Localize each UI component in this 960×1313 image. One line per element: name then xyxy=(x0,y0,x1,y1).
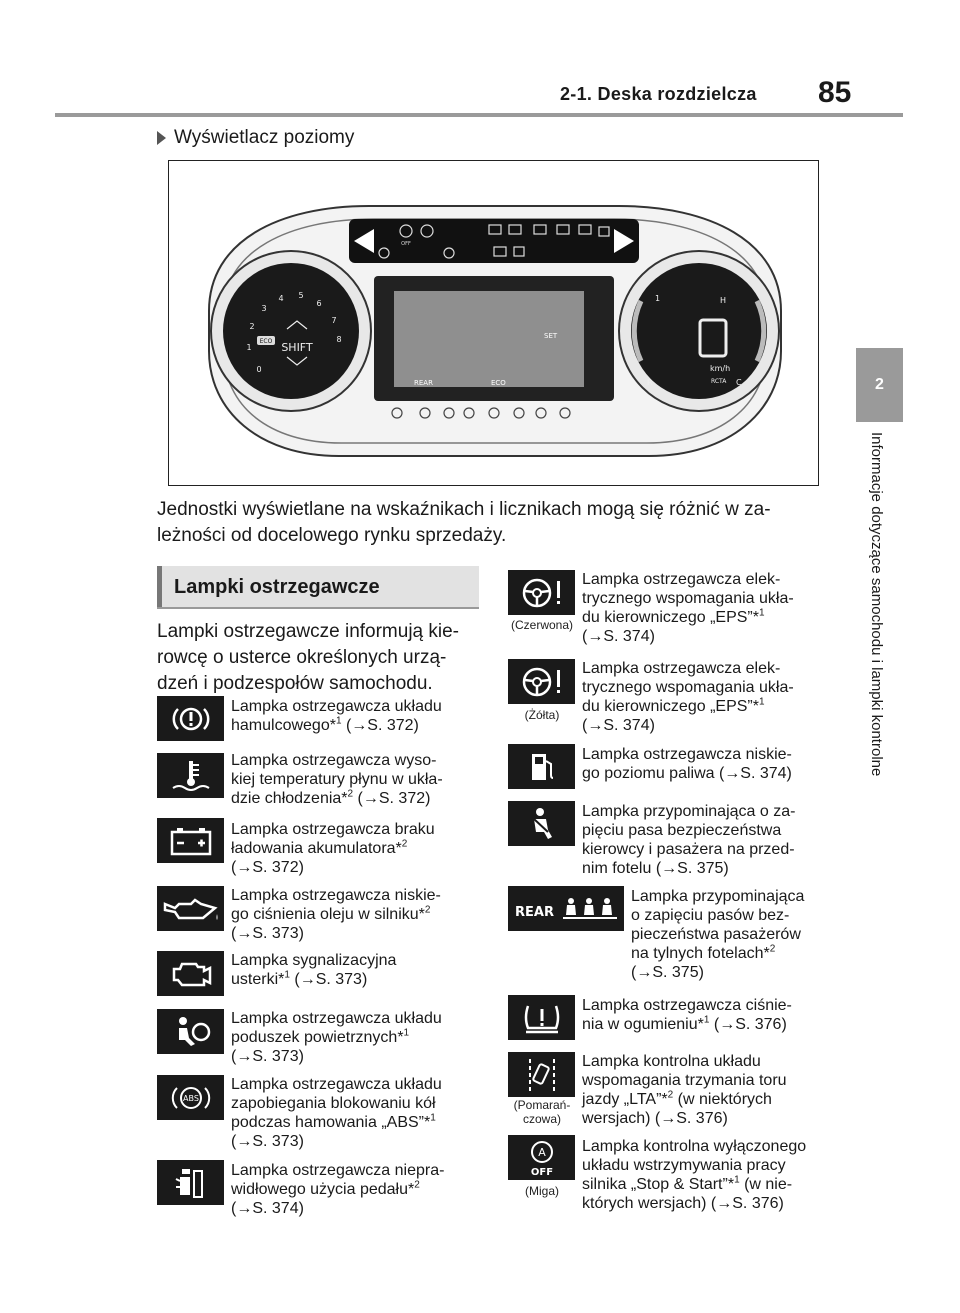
svg-text:REAR: REAR xyxy=(414,379,433,387)
chapter-side-label: Informacje dotyczące samochodu i lampki … xyxy=(868,432,885,777)
svg-text:SET: SET xyxy=(544,332,558,340)
section-heading: Wyświetlacz poziomy xyxy=(157,127,354,149)
warning-lights-intro: Lampki ostrzegawcze informują kie- rowcę… xyxy=(157,619,482,697)
list-item: Lampka kontrolna wyłączonego układu wstr… xyxy=(582,1138,807,1212)
lta-icon xyxy=(508,1052,575,1097)
svg-text:C: C xyxy=(736,378,742,387)
list-item: Lampka ostrzegawcza układu poduszek powi… xyxy=(231,1010,442,1065)
list-item: Lampka przypominająca o zapięciu pasów b… xyxy=(631,888,805,981)
svg-text:0: 0 xyxy=(256,365,261,374)
instrument-cluster-drawing: OFF 0 1 2 3 4 5 6 7 8 ECO SHIFT REAR ECO… xyxy=(208,205,782,457)
pedal-misuse-icon xyxy=(157,1160,224,1205)
brake-warning-icon xyxy=(157,696,224,741)
check-engine-icon xyxy=(157,951,224,996)
svg-text:8: 8 xyxy=(336,335,341,344)
svg-text:7: 7 xyxy=(331,316,336,325)
list-item: Lampka ostrzegawcza niepra- widłowego uż… xyxy=(231,1162,445,1217)
running-header: 2-1. Deska rozdzielcza xyxy=(560,84,757,104)
warning-lights-heading: Lampki ostrzegawcze xyxy=(157,566,479,608)
caption-line: Jednostki wyświetlane na wskaźnikach i l… xyxy=(157,499,771,520)
seatbelt-icon xyxy=(508,801,575,846)
svg-text:1: 1 xyxy=(655,294,660,303)
svg-text:km/h: km/h xyxy=(710,364,730,373)
fuel-icon xyxy=(508,744,575,789)
svg-text:2: 2 xyxy=(249,322,254,331)
page-number: 85 xyxy=(818,76,852,109)
svg-text:ECO: ECO xyxy=(260,338,273,345)
airbag-icon xyxy=(157,1009,224,1054)
svg-text:4: 4 xyxy=(278,294,283,303)
list-item: Lampka kontrolna układu wspomagania trzy… xyxy=(582,1053,787,1127)
dashboard-caption: Jednostki wyświetlane na wskaźnikach i l… xyxy=(157,497,827,549)
svg-text:OFF: OFF xyxy=(530,1167,552,1178)
eps-yellow-icon xyxy=(508,659,575,704)
list-item: Lampka sygnalizacyjna usterki*1 (→S. 373… xyxy=(231,952,397,988)
svg-text:3: 3 xyxy=(261,304,266,313)
svg-text:OFF: OFF xyxy=(401,241,411,247)
list-item: Lampka ostrzegawcza niskie- go poziomu p… xyxy=(582,746,792,782)
list-item: Lampka ostrzegawcza wyso- kiej temperatu… xyxy=(231,752,443,807)
intro-line: Lampki ostrzegawcze informują kie- xyxy=(157,621,460,642)
list-item: Lampka przypominająca o za- pięciu pasa … xyxy=(582,803,796,877)
svg-text:H: H xyxy=(720,296,726,305)
color-note: (Miga) xyxy=(524,1184,559,1198)
svg-text:5: 5 xyxy=(298,291,303,300)
header-rule xyxy=(55,113,903,117)
color-note: (Pomarań- czowa) xyxy=(513,1098,571,1126)
list-item: Lampka ostrzegawcza elek- trycznego wspo… xyxy=(582,660,794,734)
tire-pressure-icon xyxy=(508,995,575,1040)
caption-line: leżności od docelowego rynku sprzedaży. xyxy=(157,525,507,546)
svg-text:ECO: ECO xyxy=(491,379,506,387)
rear-seatbelt-icon: REAR xyxy=(508,886,624,931)
svg-text:A: A xyxy=(538,1146,546,1159)
svg-text:1: 1 xyxy=(246,343,251,352)
stop-start-off-icon: A OFF xyxy=(508,1135,575,1180)
svg-text:ABS: ABS xyxy=(183,1094,199,1103)
list-item: Lampka ostrzegawcza układu zapobiegania … xyxy=(231,1076,442,1150)
abs-icon: ABS xyxy=(157,1075,224,1120)
dashboard-illustration: OFF 0 1 2 3 4 5 6 7 8 ECO SHIFT REAR ECO… xyxy=(168,160,819,486)
svg-text:REAR: REAR xyxy=(515,905,554,920)
chapter-tab: 2 xyxy=(856,348,903,422)
triangle-bullet-icon xyxy=(157,131,166,145)
svg-text:6: 6 xyxy=(316,299,321,308)
section-heading-text: Wyświetlacz poziomy xyxy=(174,127,355,148)
battery-icon xyxy=(157,818,224,863)
list-item: Lampka ostrzegawcza braku ładowania akum… xyxy=(231,821,435,876)
color-note: (Żółta) xyxy=(524,708,560,722)
heading-rule xyxy=(157,607,479,609)
list-item: Lampka ostrzegawcza ciśnie- nia w ogumie… xyxy=(582,997,792,1033)
list-item: Lampka ostrzegawcza układu hamulcowego*1… xyxy=(231,698,442,734)
color-note: (Czerwona) xyxy=(510,618,573,632)
svg-text:R: R xyxy=(647,378,653,387)
svg-text:RCTA: RCTA xyxy=(711,378,727,385)
coolant-temperature-icon xyxy=(157,753,224,798)
list-item: Lampka ostrzegawcza elek- trycznego wspo… xyxy=(582,571,794,645)
svg-text:SHIFT: SHIFT xyxy=(281,341,313,354)
oil-pressure-icon xyxy=(157,886,224,931)
list-item: Lampka ostrzegawcza niskie- go ciśnienia… xyxy=(231,887,441,942)
intro-line: rowcę o usterce określonych urzą- xyxy=(157,647,447,668)
eps-red-icon xyxy=(508,570,575,615)
intro-line: dzeń i podzespołów samochodu. xyxy=(157,673,433,694)
